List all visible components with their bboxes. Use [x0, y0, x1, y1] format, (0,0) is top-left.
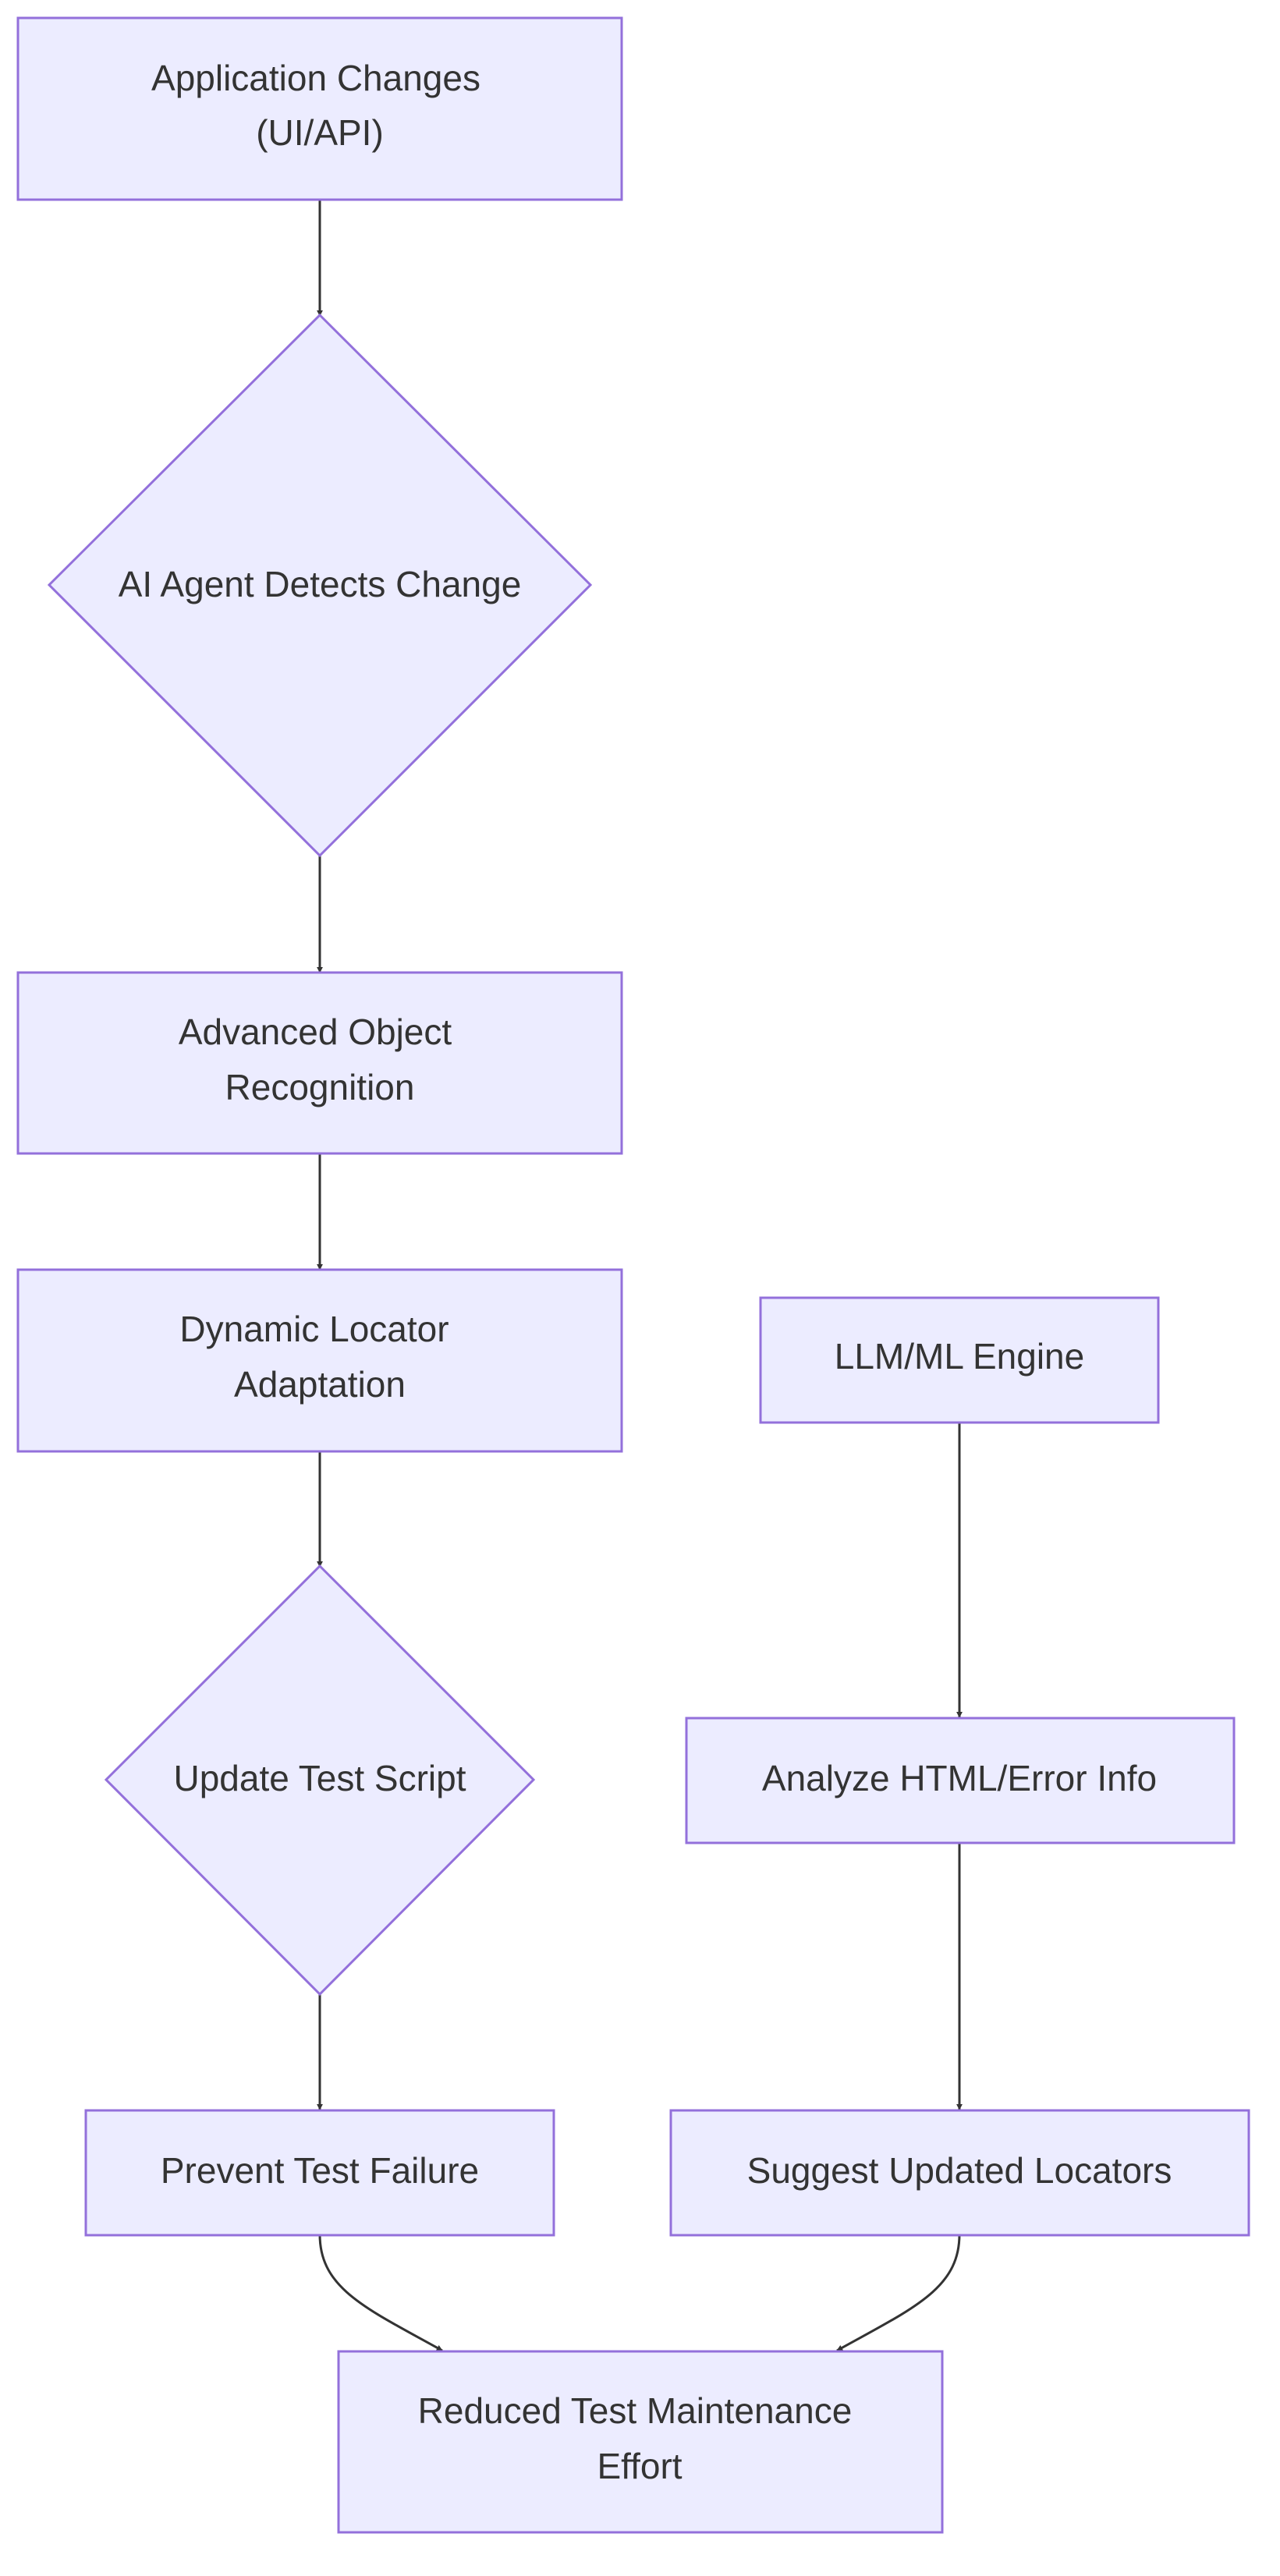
node-reduced-test-maintenance-effort-line2: Effort	[597, 2446, 682, 2486]
node-application-changes-line2: (UI/API)	[256, 112, 384, 153]
node-prevent-test-failure: Prevent Test Failure	[84, 2109, 555, 2237]
node-advanced-object-recognition-line1: Advanced Object	[179, 1012, 452, 1052]
node-suggest-updated-locators-shape	[669, 2109, 1250, 2237]
node-llm-ml-engine-label: LLM/ML Engine	[835, 1336, 1084, 1377]
node-suggest-updated-locators-label: Suggest Updated Locators	[747, 2150, 1172, 2191]
node-reduced-test-maintenance-effort-line1: Reduced Test Maintenance	[418, 2390, 853, 2431]
node-reduced-test-maintenance-effort: Reduced Test Maintenance Effort	[337, 2350, 944, 2534]
edge-suggest-locators-to-reduced-effort	[836, 2234, 961, 2352]
node-dynamic-locator-adaptation: Dynamic Locator Adaptation	[16, 1268, 623, 1453]
node-update-test-script-shape	[104, 1564, 536, 1997]
node-llm-ml-engine-shape	[759, 1296, 1160, 1424]
node-ai-agent-detects-change-label: AI Agent Detects Change	[119, 564, 522, 604]
node-advanced-object-recognition-shape	[16, 971, 623, 1155]
edges	[317, 200, 963, 2352]
node-ai-agent-detects-change: AI Agent Detects Change	[47, 313, 593, 858]
node-update-test-script-label: Update Test Script	[173, 1758, 466, 1798]
node-dynamic-locator-adaptation-shape	[16, 1268, 623, 1453]
node-dynamic-locator-adaptation-line2: Adaptation	[234, 1364, 406, 1405]
node-prevent-test-failure-shape	[84, 2109, 555, 2237]
edge-prevent-failure-to-reduced-effort	[318, 2234, 443, 2352]
node-update-test-script: Update Test Script	[104, 1564, 536, 1997]
node-advanced-object-recognition-line2: Recognition	[225, 1067, 415, 1107]
node-llm-ml-engine: LLM/ML Engine	[759, 1296, 1160, 1424]
node-analyze-html-error-info-label: Analyze HTML/Error Info	[762, 1758, 1157, 1798]
node-application-changes-line1: Application Changes	[151, 58, 480, 98]
node-prevent-test-failure-label: Prevent Test Failure	[161, 2150, 479, 2191]
node-analyze-html-error-info-shape	[685, 1717, 1236, 1844]
node-reduced-test-maintenance-effort-shape	[337, 2350, 944, 2534]
node-application-changes: Application Changes (UI/API)	[16, 16, 623, 201]
node-dynamic-locator-adaptation-line1: Dynamic Locator	[179, 1309, 449, 1349]
node-suggest-updated-locators: Suggest Updated Locators	[669, 2109, 1250, 2237]
node-application-changes-shape	[16, 16, 623, 201]
node-ai-agent-detects-change-shape	[47, 313, 593, 858]
node-advanced-object-recognition: Advanced Object Recognition	[16, 971, 623, 1155]
node-analyze-html-error-info: Analyze HTML/Error Info	[685, 1717, 1236, 1844]
